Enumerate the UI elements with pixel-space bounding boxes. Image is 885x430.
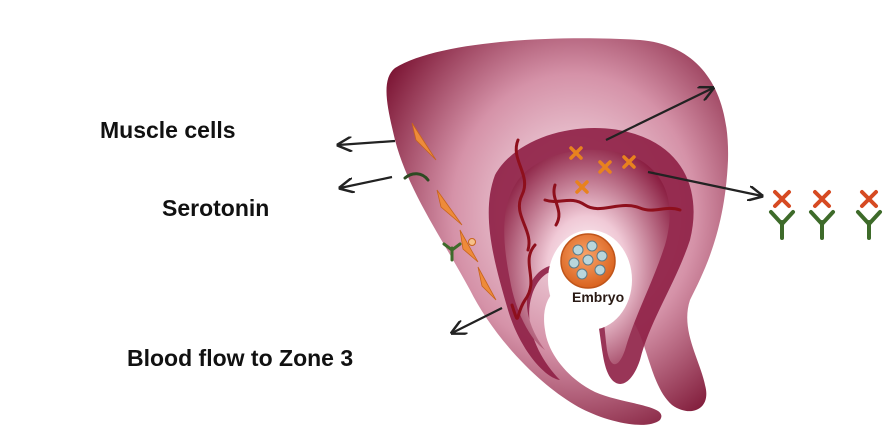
arrow-muscle (338, 141, 395, 145)
blood-flow-label: Blood flow to Zone 3 (127, 345, 353, 372)
embryo-icon (561, 234, 615, 288)
small-node (469, 239, 476, 246)
receptor-antagonist-group (771, 192, 880, 238)
arrow-serotonin (340, 177, 392, 188)
muscle-cells-label: Muscle cells (100, 117, 236, 144)
serotonin-label: Serotonin (162, 195, 269, 222)
embryo-label: Embryo (572, 289, 624, 305)
